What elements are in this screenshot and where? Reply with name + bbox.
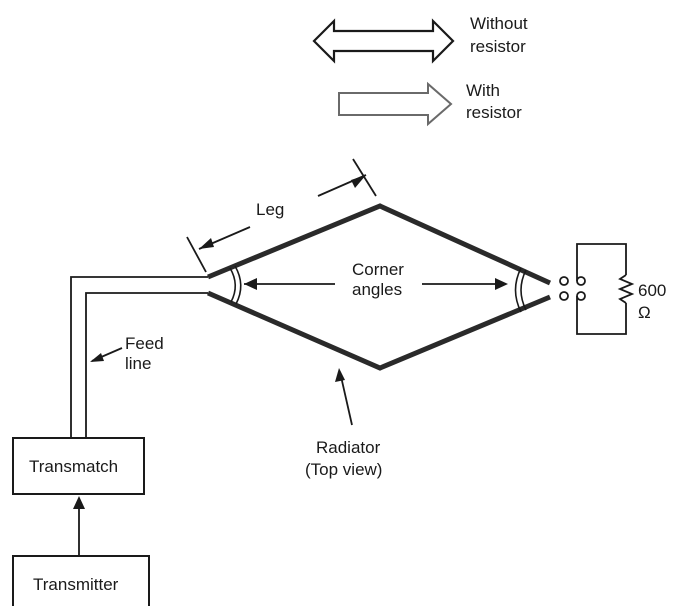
legend-with-label-1: With	[466, 81, 500, 100]
transmatch-box	[12, 437, 145, 495]
leg-arrowhead-left	[199, 238, 214, 249]
leg-extension-right	[352, 158, 377, 197]
radiator-lower-wire	[207, 290, 551, 371]
radiator	[207, 203, 552, 371]
radiator-label-1: Radiator	[316, 438, 381, 457]
transmitter-to-transmatch-arrow	[73, 496, 85, 556]
transmatch-label: Transmatch	[29, 457, 118, 476]
resistor-loop	[576, 243, 627, 281]
leg-extension-left	[186, 236, 207, 273]
feed-line	[70, 276, 208, 438]
feed-line-label-2: line	[125, 354, 151, 373]
leg-label: Leg	[256, 200, 284, 219]
leg-dimension	[186, 158, 377, 273]
radiator-pointer	[335, 368, 353, 426]
feed-line-pointer	[90, 347, 123, 362]
resistor-value-label: 600	[638, 281, 666, 300]
double-arrow-icon	[312, 18, 455, 64]
legend-without-label-2: resistor	[470, 37, 526, 56]
legend-with-label-2: resistor	[466, 103, 522, 122]
feed-wire-outer	[70, 276, 208, 438]
terminal-upper	[559, 276, 569, 286]
corner-angles-label-1: Corner	[352, 260, 404, 279]
transmitter-box	[12, 555, 150, 606]
coil-lower	[576, 291, 586, 301]
feed-line-label-1: Feed	[125, 334, 164, 353]
coil-upper	[576, 276, 586, 286]
radiator-label-2: (Top view)	[305, 460, 382, 479]
termination-resistor	[559, 243, 635, 335]
corner-angles-label-2: angles	[352, 280, 402, 299]
feed-wire-inner	[85, 292, 208, 438]
resistor-loop-return	[576, 296, 627, 335]
legend-with-resistor: With resistor	[338, 81, 522, 127]
resistor-zigzag	[617, 274, 635, 304]
corner-angles-arrow	[244, 278, 508, 290]
resistor-unit-label: Ω	[638, 303, 651, 322]
right-arrow-icon	[338, 81, 453, 127]
terminal-lower	[559, 291, 569, 301]
corner-arcs-right	[514, 267, 527, 313]
legend-without-label-1: Without	[470, 14, 528, 33]
transmitter-label: Transmitter	[33, 575, 119, 594]
legend-without-resistor: Without resistor	[312, 14, 528, 64]
leg-arrowhead-right	[351, 175, 366, 188]
corner-arcs-left	[229, 265, 242, 305]
radiator-upper-wire	[207, 203, 552, 286]
